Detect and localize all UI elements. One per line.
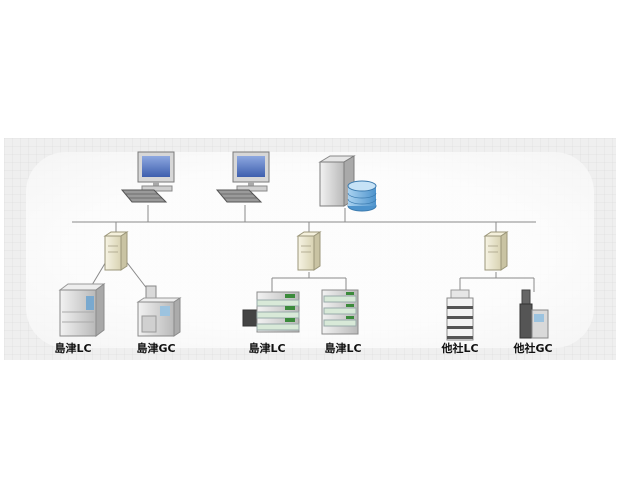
instrument-label-shimadzu-gc: 島津GC bbox=[136, 342, 176, 355]
lc-instrument-icon bbox=[446, 289, 474, 341]
instrument-label-other-lc: 他社LC bbox=[441, 342, 479, 355]
controller-icon bbox=[296, 231, 322, 271]
lc-instrument-icon bbox=[242, 291, 300, 333]
lc-instrument-icon bbox=[321, 289, 359, 335]
gc-instrument-icon bbox=[519, 289, 549, 339]
workstation-pc-icon bbox=[215, 151, 270, 203]
instrument-label-shimadzu-lc: 島津LC bbox=[248, 342, 286, 355]
workstation-pc-icon bbox=[120, 151, 175, 203]
instrument-label-shimadzu-lc: 島津LC bbox=[324, 342, 362, 355]
controller-icon bbox=[103, 231, 129, 271]
instrument-label-other-gc: 他社GC bbox=[513, 342, 553, 355]
instrument-label-shimadzu-lc: 島津LC bbox=[54, 342, 92, 355]
gc-instrument-icon bbox=[136, 285, 182, 337]
controller-icon bbox=[483, 231, 509, 271]
connection-lines bbox=[72, 205, 536, 292]
database-icon bbox=[347, 180, 377, 212]
lc-instrument-icon bbox=[58, 283, 106, 337]
